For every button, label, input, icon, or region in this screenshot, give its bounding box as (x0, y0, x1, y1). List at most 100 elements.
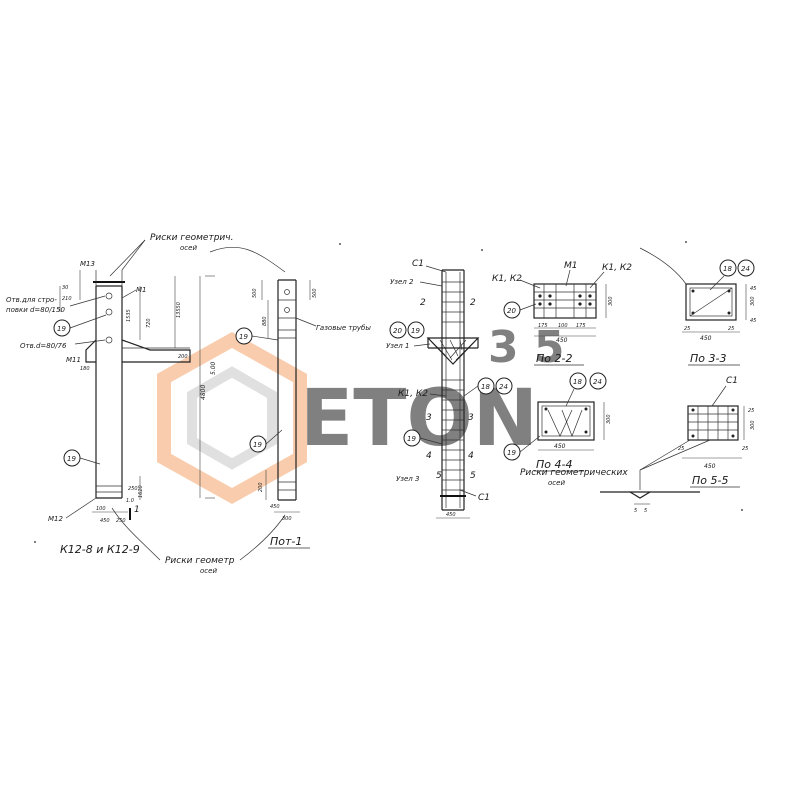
sec4-bubble-19: 19 (507, 449, 516, 457)
sec5-label-c1: С1 (726, 376, 738, 386)
dim-1-0: 1.0 (126, 498, 134, 504)
column-side-view: 500 880 500 200 450 300 19 19 Газовые тр… (235, 279, 371, 549)
mid-bubble-19-upper: 19 (239, 333, 248, 341)
frame-bubble-18: 18 (481, 383, 490, 391)
frame-label-c1-top: С1 (412, 259, 424, 269)
frame-bubble-19: 19 (411, 327, 420, 335)
bubble-19-lower: 19 (67, 455, 76, 463)
risks-bottom-note-2: осей (200, 567, 217, 575)
risks-bottom-note: Риски геометр (165, 556, 235, 566)
sec2-label-m1: М1 (564, 261, 578, 271)
sec2-caption: По 2-2 (536, 352, 572, 365)
frame-label-node3: Узел 3 (396, 475, 419, 483)
dim-4800: 4800 (200, 385, 207, 400)
sec2-dim-100: 100 (558, 323, 568, 329)
risks-top-note-2: осей (180, 244, 197, 252)
frame-sec-2-left: 2 (420, 298, 426, 308)
sec2-dim-300: 300 (608, 296, 614, 306)
sec2-bubble-20: 20 (507, 307, 516, 315)
frame-bubble-24: 24 (499, 383, 508, 391)
sec5-dim-25-right: 25 (748, 408, 754, 414)
watermark-number: 3 5 (488, 322, 565, 373)
dim-210: 210 (62, 296, 72, 302)
mid-dim-300: 300 (282, 516, 292, 522)
dim-180: 180 (80, 366, 90, 372)
sec2-dim-175b: 175 (576, 323, 586, 329)
label-m12: М12 (48, 515, 63, 523)
sec3-bubble-18: 18 (723, 265, 732, 273)
middle-view-caption: Пот-1 (270, 535, 302, 548)
sec3-dim-25b: 25 (728, 326, 734, 332)
section-5-5: С1 25 300 25 450 25 По 5-5 (678, 376, 756, 488)
section-4-4: 18 24 19 300 450 По 4-4 (503, 372, 612, 472)
mid-dim-200: 200 (258, 482, 264, 492)
frame-sec-4-left: 4 (426, 451, 432, 461)
section-mark-1: 1 (134, 505, 140, 515)
mid-dim-450: 450 (270, 504, 280, 510)
sec5-dim-300: 300 (750, 420, 756, 430)
sec3-dim-45b: 45 (750, 318, 756, 324)
risks-note-line1: Риски геометрических (520, 468, 628, 478)
sec2-dim-450: 450 (556, 337, 568, 344)
sec3-dim-450: 450 (700, 335, 712, 342)
dim-250b: 250 (116, 518, 126, 524)
risks-dim-5b: 5 (644, 508, 647, 514)
reinforcement-frame: 450 2 2 3 3 4 4 5 5 С1 Узел 2 Узел 1 Узе… (386, 259, 513, 519)
frame-sec-5-left: 5 (436, 471, 442, 481)
sec4-dim-450: 450 (554, 443, 566, 450)
section-2-2: 175 100 175 450 300 К1, К2 М1 К1, К2 20 … (492, 261, 632, 366)
risks-top-note: Риски геометрич. (150, 233, 233, 243)
dim-250: 250 (128, 486, 138, 492)
frame-bubble-20: 20 (393, 327, 402, 335)
frame-sec-5-right: 5 (470, 471, 476, 481)
frame-label-k1k2: К1, К2 (398, 389, 428, 399)
mid-bubble-19-lower: 19 (253, 441, 262, 449)
bubble-19-upper: 19 (57, 325, 66, 333)
label-m13: М13 (80, 260, 95, 268)
sec5-dim-450: 450 (704, 463, 716, 470)
frame-label-node1: Узел 1 (386, 342, 409, 350)
note-hole-mid: Отв.d=80/76 (20, 342, 67, 350)
dim-13550: 13550 (176, 302, 182, 318)
risks-dim-5a: 5 (634, 508, 637, 514)
dim-500: 5.00 (210, 361, 217, 375)
mid-dim-500b: 500 (312, 288, 318, 298)
frame-dim-450: 450 (446, 512, 456, 518)
mid-dim-500: 500 (252, 288, 258, 298)
frame-label-c1-bottom: С1 (478, 493, 490, 503)
sec4-caption: По 4-4 (536, 458, 572, 471)
dim-720: 720 (146, 318, 152, 328)
dim-1535: 1535 (126, 309, 132, 322)
sec3-caption: По 3-3 (690, 352, 726, 365)
sec4-dim-300: 300 (606, 414, 612, 424)
sec3-bubble-24: 24 (741, 265, 750, 273)
column-front-view: 30 210 1535 720 13550 4800 5.00 200 1620… (6, 233, 286, 575)
sec4-bubble-24: 24 (593, 378, 602, 386)
note-gas-pipes: Газовые трубы (316, 324, 371, 332)
sec3-dim-300: 300 (750, 296, 756, 306)
frame-sec-3-left: 3 (426, 413, 432, 423)
dim-200: 200 (178, 354, 188, 360)
risks-note-line2: осей (548, 479, 565, 487)
scan-specks (34, 241, 743, 543)
dim-1620: 1620 (138, 485, 144, 498)
watermark-logo: ETON 3 5 (157, 322, 565, 505)
sec4-bubble-18: 18 (573, 378, 582, 386)
frame-label-node2: Узел 2 (390, 278, 414, 286)
label-m11: М11 (66, 356, 81, 364)
sec3-dim-45a: 45 (750, 286, 756, 292)
label-m1: М1 (136, 286, 147, 294)
sec5-caption: По 5-5 (692, 474, 728, 487)
sec2-label-k1k2-right: К1, К2 (602, 263, 632, 273)
dim-450: 450 (100, 518, 110, 524)
sec2-label-k1k2-left: К1, К2 (492, 274, 522, 284)
section-3-3: 18 24 45 300 45 25 450 25 По 3-3 (639, 247, 756, 366)
sec2-dim-175a: 175 (538, 323, 548, 329)
dim-100: 100 (96, 506, 106, 512)
frame-sec-3-right: 3 (468, 413, 474, 423)
sec3-dim-25a: 25 (684, 326, 690, 332)
sec5-dim-25a: 25 (678, 446, 684, 452)
frame-sec-2-right: 2 (470, 298, 476, 308)
dim-30: 30 (62, 285, 68, 291)
